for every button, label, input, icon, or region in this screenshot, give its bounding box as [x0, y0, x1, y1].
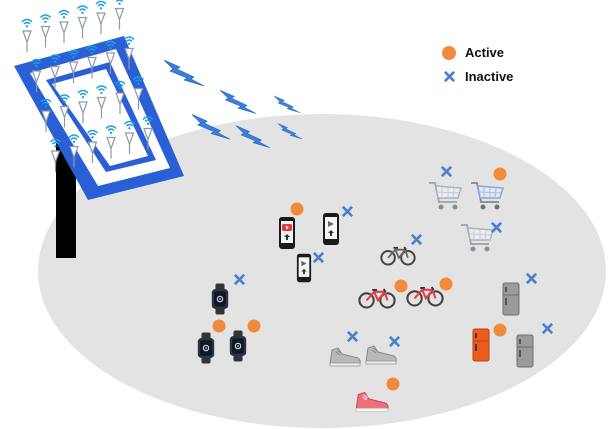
smartphone-icon: [279, 217, 295, 249]
device-status-markers: [212, 165, 554, 391]
lightning-bolt-icon: [164, 59, 204, 86]
legend-active-label: Active: [465, 45, 505, 60]
antenna-element-icon: [114, 7, 125, 30]
antenna-element-icon: [22, 30, 32, 52]
lightning-bolt-icon: [274, 95, 300, 113]
antenna-element-icon: [96, 12, 106, 34]
legend-inactive-label: Inactive: [465, 69, 514, 84]
active-status-dot: [386, 377, 400, 391]
active-status-dot: [212, 319, 226, 333]
antenna-panel: [14, 36, 184, 200]
wifi-signal-icon: [76, 5, 89, 15]
active-status-dot: [493, 167, 507, 181]
wifi-signal-icon: [39, 14, 52, 24]
refrigerator-icon: [502, 282, 520, 316]
active-status-dot: [290, 202, 304, 216]
coverage-area: [38, 114, 606, 428]
smartphone-icon: [296, 253, 312, 283]
active-status-dot: [394, 279, 408, 293]
antenna-element-icon: [40, 25, 51, 48]
legend-active-marker: [442, 46, 456, 60]
wifi-signal-icon: [113, 0, 126, 6]
wifi-signal-icon: [21, 18, 33, 28]
wifi-signal-icon: [95, 0, 107, 10]
refrigerator-icon: [472, 328, 490, 362]
refrigerator-icon: [516, 334, 534, 368]
active-status-dot: [493, 323, 507, 337]
lightning-bolt-icon: [220, 89, 256, 114]
smartphone-icon: [323, 213, 339, 245]
antenna-element-icon: [77, 16, 88, 39]
antenna-element-icon: [59, 21, 69, 43]
active-status-dot: [439, 277, 453, 291]
wifi-signal-icon: [58, 9, 70, 19]
legend-inactive-marker: [443, 70, 456, 83]
tower-pole: [56, 142, 76, 258]
active-status-dot: [247, 319, 261, 333]
